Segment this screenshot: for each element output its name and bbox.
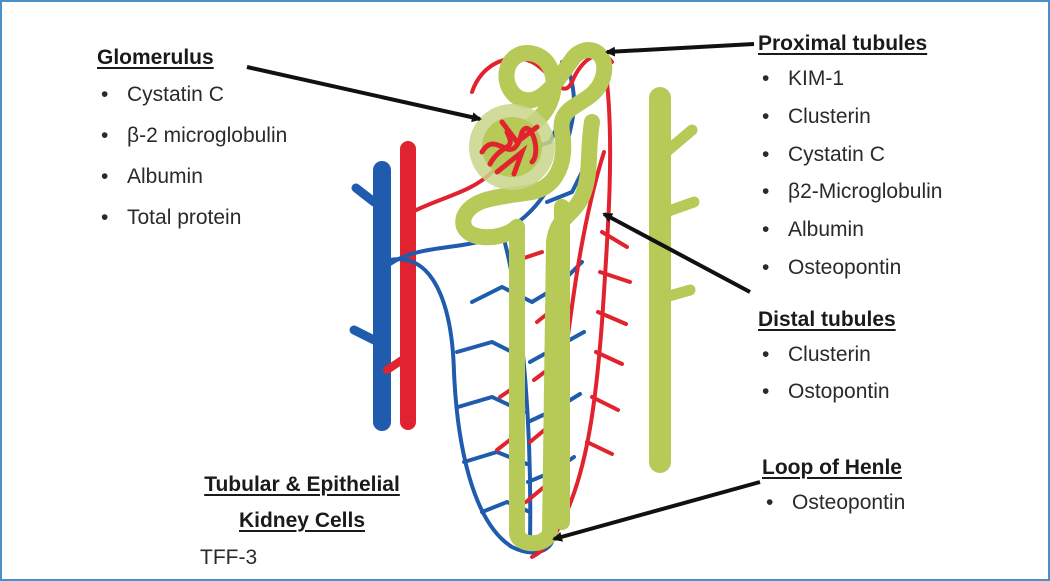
loop-of-henle-label-block: Loop of Henle Osteopontin bbox=[762, 452, 905, 522]
list-item: Total protein bbox=[97, 197, 287, 238]
henle-pointer-arrow-icon bbox=[554, 482, 760, 539]
loop-of-henle-heading: Loop of Henle bbox=[762, 452, 905, 484]
list-item: Albumin bbox=[758, 211, 942, 249]
list-item: β2-Microglobulin bbox=[758, 173, 942, 211]
proximal-tubules-heading: Proximal tubules bbox=[758, 28, 942, 60]
proximal-tubules-marker-list: KIM-1 Clusterin Cystatin C β2-Microglobu… bbox=[758, 60, 942, 287]
list-item: Ostopontin bbox=[758, 373, 896, 410]
glomerulus-capsule bbox=[469, 104, 555, 190]
list-item: Cystatin C bbox=[97, 74, 287, 115]
glomerulus-marker-list: Cystatin C β-2 microglobulin Albumin Tot… bbox=[97, 74, 287, 238]
list-item: KIM-1 bbox=[758, 60, 942, 98]
list-item: Albumin bbox=[97, 156, 287, 197]
distal-tubules-label-block: Distal tubules Clusterin Ostopontin bbox=[758, 304, 896, 410]
tubular-epithelial-label-block: Tubular & Epithelial Kidney Cells TFF-3 bbox=[172, 467, 432, 539]
tubular-epithelial-heading-line1: Tubular & Epithelial bbox=[172, 467, 432, 503]
distal-tubules-marker-list: Clusterin Ostopontin bbox=[758, 336, 896, 410]
loop-of-henle-marker-list: Osteopontin bbox=[762, 484, 905, 522]
list-item: Osteopontin bbox=[758, 249, 942, 287]
proximal-tubules-label-block: Proximal tubules KIM-1 Clusterin Cystati… bbox=[758, 28, 942, 287]
tubular-epithelial-heading-line2: Kidney Cells bbox=[172, 503, 432, 539]
distal-tubules-heading: Distal tubules bbox=[758, 304, 896, 336]
collecting-duct bbox=[660, 98, 694, 462]
proximal-pointer-arrow-icon bbox=[607, 44, 754, 52]
list-item: Osteopontin bbox=[762, 484, 905, 522]
list-item: Clusterin bbox=[758, 98, 942, 136]
list-item: β-2 microglobulin bbox=[97, 115, 287, 156]
glomerulus-heading: Glomerulus bbox=[97, 42, 287, 74]
glomerulus-label-block: Glomerulus Cystatin C β-2 microglobulin … bbox=[97, 42, 287, 238]
renal-vessels bbox=[354, 149, 408, 422]
list-item: Clusterin bbox=[758, 336, 896, 373]
list-item: Cystatin C bbox=[758, 136, 942, 174]
tubular-epithelial-marker: TFF-3 bbox=[200, 543, 257, 573]
